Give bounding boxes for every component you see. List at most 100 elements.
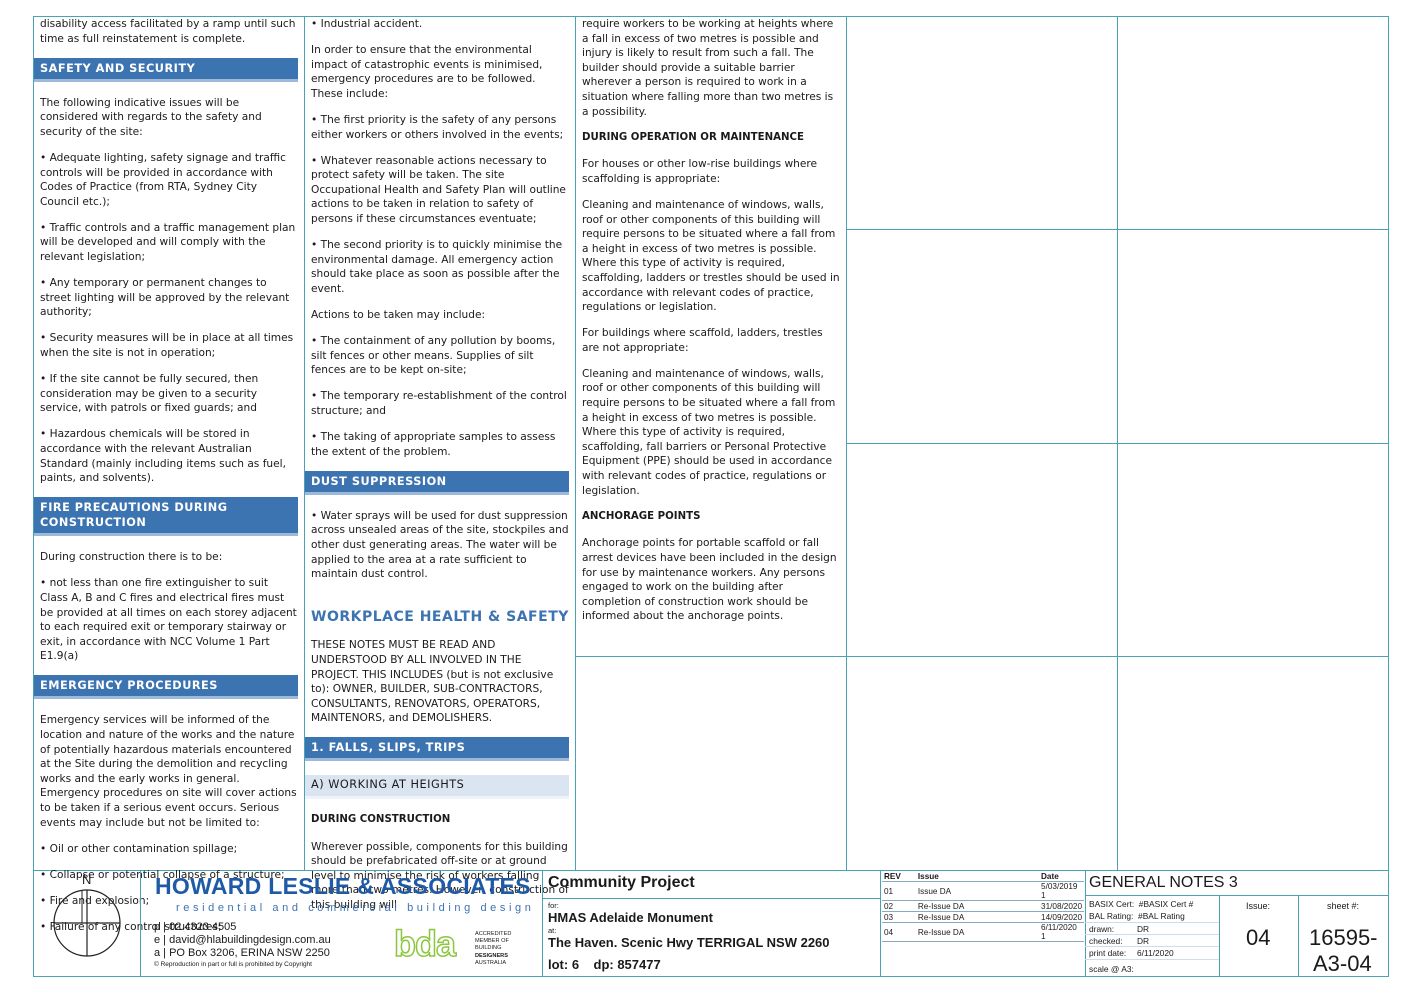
company-name: HOWARD LESLIE & ASSOCIATES <box>155 873 531 899</box>
bullet-item: • The containment of any pollution by bo… <box>311 335 556 377</box>
revision-row: 04 Re-Issue DA 6/11/2020 1 <box>882 922 1084 942</box>
company-tagline: residential and commercial building desi… <box>176 902 535 914</box>
paragraph: Emergency services will be informed of t… <box>40 714 297 829</box>
rev-header: REV <box>882 871 916 882</box>
bullet-item: • Hazardous chemicals will be stored in … <box>40 428 286 485</box>
phone-text: p | 02 4323 4505 <box>154 921 237 933</box>
notes-column-1: disability access facilitated by a ramp … <box>34 17 298 946</box>
info-line <box>1085 922 1219 923</box>
date-header: Date <box>1039 871 1084 882</box>
issue-cell: Re-Issue DA <box>915 900 1040 912</box>
bullet-item: • The temporary re-establishment of the … <box>311 390 567 417</box>
rev-cell: 04 <box>882 922 916 942</box>
titleblock-divider <box>1298 895 1299 977</box>
paragraph: Cleaning and maintenance of windows, wal… <box>582 198 840 314</box>
north-arrow-icon <box>53 889 121 957</box>
sheet-number-line-1: 16595- <box>1309 925 1378 950</box>
paragraph: For houses or other low-rise buildings w… <box>582 158 818 185</box>
section-title-whs: WORKPLACE HEALTH & SAFETY <box>311 608 569 625</box>
titleblock-line <box>1085 895 1389 896</box>
titleblock-divider <box>880 870 881 977</box>
column-divider <box>304 17 305 871</box>
bullet-item: • not less than one fire extinguisher to… <box>40 577 297 663</box>
checked-value: DR <box>1137 936 1150 946</box>
bullet-item: • Adequate lighting, safety signage and … <box>40 151 286 208</box>
grid-line <box>846 443 1388 444</box>
revision-row: 03 Re-Issue DA 14/09/2020 <box>882 911 1084 923</box>
bullet-item: • Whatever reasonable actions necessary … <box>311 154 566 226</box>
date-cell: 14/09/2020 <box>1039 911 1084 923</box>
bullet-item: • Oil or other contamination spillage; <box>40 842 238 855</box>
paragraph: require workers to be working at heights… <box>582 18 834 118</box>
bullet-item: • Industrial accident. <box>311 18 423 30</box>
bda-text-line: MEMBER OF <box>475 938 509 945</box>
project-title: Community Project <box>548 874 695 891</box>
bullet-item: • If the site cannot be fully secured, t… <box>40 373 259 415</box>
bda-text: ACCREDITED MEMBER OF BUILDING DESIGNERS … <box>475 931 511 967</box>
grid-line <box>846 229 1388 230</box>
titleblock-divider <box>1219 895 1220 977</box>
notes-column-3: require workers to be working at heights… <box>582 17 840 635</box>
subheading-anchorage: ANCHORAGE POINTS <box>582 510 701 522</box>
date-cell: 31/08/2020 <box>1039 900 1084 912</box>
bullet-item: • Collapse or potential collapse of a st… <box>40 868 285 881</box>
section-header-falls: 1. FALLS, SLIPS, TRIPS <box>305 737 569 762</box>
scale-label: scale @ A3: <box>1089 964 1134 974</box>
issue-cell: Issue DA <box>915 881 1040 901</box>
client-name: HMAS Adelaide Monument <box>548 910 713 925</box>
paragraph: During construction there is to be: <box>40 551 223 564</box>
issue-number: 04 <box>1246 925 1271 950</box>
bullet-item: • Any temporary or permanent changes to … <box>40 277 290 319</box>
issue-cell: Re-Issue DA <box>915 911 1040 923</box>
paragraph: Cleaning and maintenance of windows, wal… <box>582 367 836 497</box>
section-header-fire: FIRE PRECAUTIONS DURING CONSTRUCTION <box>34 497 298 537</box>
paragraph: The following indicative issues will be … <box>40 96 262 138</box>
rev-cell: 01 <box>882 881 916 901</box>
subheading-operation: DURING OPERATION OR MAINTENANCE <box>582 131 804 143</box>
column-divider <box>1117 17 1118 871</box>
revision-row: 02 Re-Issue DA 31/08/2020 <box>882 900 1084 912</box>
date-cell: 6/11/2020 1 <box>1039 922 1084 942</box>
paragraph: Actions to be taken may include: <box>311 309 486 321</box>
section-header-safety: SAFETY AND SECURITY <box>34 57 298 82</box>
copyright-text: © Reproduction in part or full is prohib… <box>154 961 312 968</box>
sheet-title: GENERAL NOTES 3 <box>1089 874 1238 891</box>
bullet-item: • Security measures will be in place at … <box>40 332 294 359</box>
issue-cell: Re-Issue DA <box>915 922 1040 942</box>
grid-line <box>575 656 1388 657</box>
address-text: a | PO Box 3206, ERINA NSW 2250 <box>154 947 330 959</box>
column-divider <box>846 17 847 871</box>
sheet-number-label: sheet #: <box>1327 901 1360 911</box>
titleblock-divider <box>542 870 543 977</box>
notes-column-2: • Industrial accident. In order to ensur… <box>305 17 569 924</box>
print-date-label: print date: <box>1089 948 1127 958</box>
bda-logo: bda <box>393 923 457 964</box>
section-header-heights: A) WORKING AT HEIGHTS <box>305 775 569 799</box>
paragraph: Wherever possible, components for this b… <box>311 840 569 911</box>
checked-label: checked: <box>1089 936 1123 946</box>
bda-text-line: ACCREDITED <box>475 931 512 937</box>
column-divider <box>575 17 576 871</box>
bal-rating: BAL Rating: #BAL Rating <box>1089 911 1185 921</box>
bda-text-line: DESIGNERS <box>475 952 508 959</box>
paragraph: For buildings where scaffold, ladders, t… <box>582 327 823 354</box>
titleblock-top-line <box>33 870 1389 871</box>
bullet-item: • The first priority is the safety of an… <box>311 113 564 141</box>
issue-label: Issue: <box>1246 901 1271 911</box>
bda-text-line: BUILDING <box>475 945 502 952</box>
bullet-item: • Failure of any control structures; <box>40 920 222 933</box>
for-label: for: <box>548 901 559 910</box>
bullet-item: • Water sprays will be used for dust sup… <box>311 509 569 581</box>
bullet-item: • Fire and explosion; <box>40 894 150 907</box>
bda-text-line: AUSTRALIA <box>475 959 507 966</box>
email-text: e | david@hlabuildingdesign.com.au <box>154 934 331 946</box>
titleblock-line <box>542 898 880 899</box>
drawn-value: DR <box>1137 924 1150 934</box>
print-date-value: 6/11/2020 <box>1137 948 1174 958</box>
revision-header-row: REV Issue Date <box>882 871 1084 882</box>
section-header-emergency: EMERGENCY PROCEDURES <box>34 675 298 700</box>
issue-header: Issue <box>915 871 1040 882</box>
lot-dp: lot: 6 dp: 857477 <box>548 957 661 972</box>
bullet-item: • The taking of appropriate samples to a… <box>311 431 556 458</box>
paragraph: Anchorage points for portable scaffold o… <box>582 537 837 623</box>
